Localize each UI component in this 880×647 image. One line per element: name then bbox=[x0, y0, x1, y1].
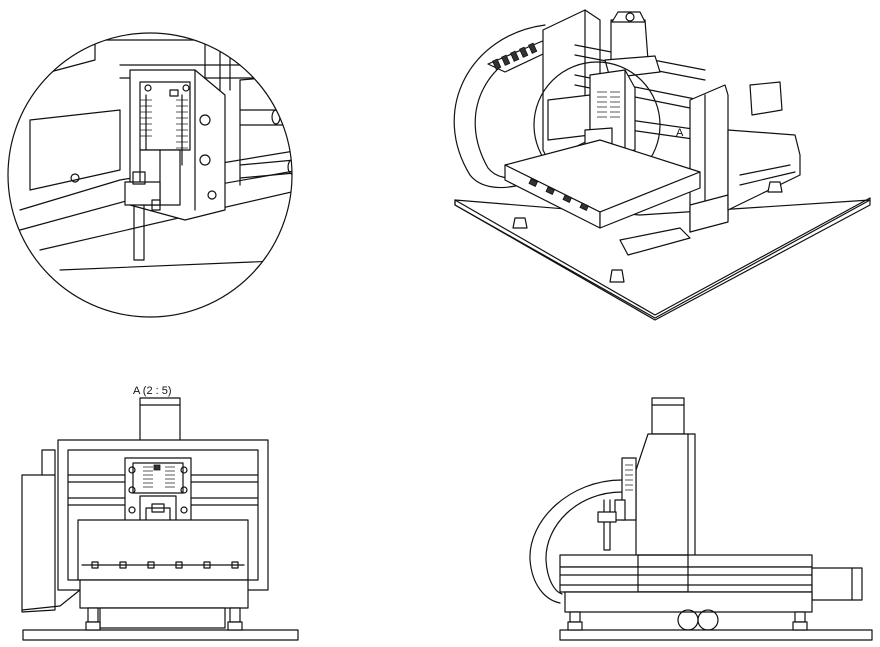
isometric-view: A bbox=[453, 9, 871, 321]
detail-view-label: A (2 : 5) bbox=[133, 385, 172, 397]
side-base-plate bbox=[559, 629, 873, 641]
section-marker-label: A bbox=[676, 127, 684, 139]
side-view bbox=[529, 397, 873, 641]
detail-view-a bbox=[7, 32, 293, 318]
front-view: A (2 : 5) bbox=[21, 385, 299, 641]
detail-circle-outline bbox=[7, 32, 293, 318]
front-base-plate bbox=[22, 629, 299, 641]
